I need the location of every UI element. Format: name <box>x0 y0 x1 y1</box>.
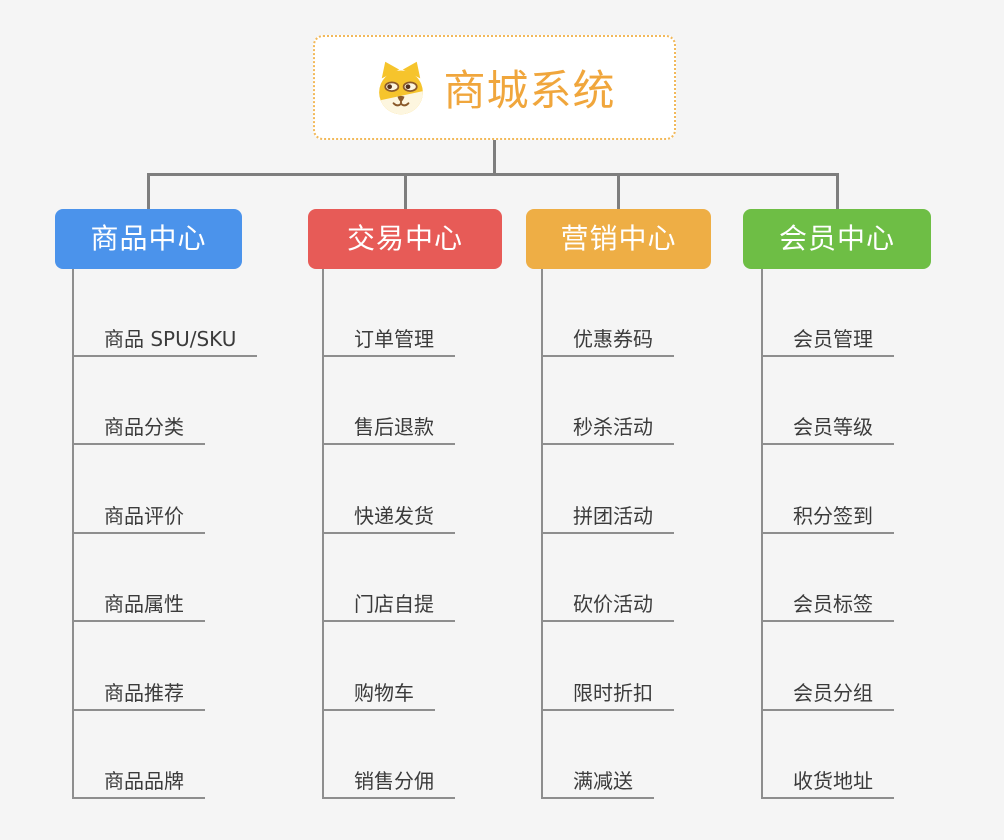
connector-drop-product <box>147 176 150 210</box>
connector-root-stem <box>493 140 496 174</box>
leaf-node[interactable]: 商品分类 <box>72 408 205 445</box>
stem-trade-center <box>322 269 324 799</box>
leaf-node[interactable]: 限时折扣 <box>541 674 674 711</box>
leaf-node[interactable]: 优惠券码 <box>541 320 674 357</box>
leaf-node[interactable]: 拼团活动 <box>541 497 674 534</box>
leaf-node[interactable]: 商品属性 <box>72 585 205 622</box>
stem-product-center <box>72 269 74 799</box>
leaf-node[interactable]: 售后退款 <box>322 408 455 445</box>
leaf-node[interactable]: 积分签到 <box>761 497 894 534</box>
connector-drop-member <box>836 176 839 210</box>
root-node[interactable]: 商城系统 <box>313 35 676 140</box>
branch-trade-center[interactable]: 交易中心 <box>308 209 502 269</box>
leaf-node[interactable]: 会员分组 <box>761 674 894 711</box>
leaf-node[interactable]: 商品 SPU/SKU <box>72 320 258 357</box>
leaf-node[interactable]: 购物车 <box>322 674 435 711</box>
leaf-node[interactable]: 商品评价 <box>72 497 205 534</box>
branch-product-center[interactable]: 商品中心 <box>55 209 242 269</box>
leaf-node[interactable]: 订单管理 <box>322 320 455 357</box>
leaf-node[interactable]: 会员标签 <box>761 585 894 622</box>
connector-drop-marketing <box>617 176 620 210</box>
leaf-node[interactable]: 快递发货 <box>322 497 455 534</box>
leaf-node[interactable]: 砍价活动 <box>541 585 674 622</box>
stem-member-center <box>761 269 763 799</box>
leaf-node[interactable]: 满减送 <box>541 762 654 799</box>
leaf-node[interactable]: 商品品牌 <box>72 762 205 799</box>
branch-marketing-center[interactable]: 营销中心 <box>526 209 711 269</box>
leaf-node[interactable]: 商品推荐 <box>72 674 205 711</box>
branch-member-center[interactable]: 会员中心 <box>743 209 931 269</box>
leaf-node[interactable]: 收货地址 <box>761 762 894 799</box>
leaf-node[interactable]: 会员管理 <box>761 320 894 357</box>
root-title: 商城系统 <box>443 66 616 115</box>
connector-drop-trade <box>404 176 407 210</box>
connector-horizontal <box>147 173 839 176</box>
dog-face-icon <box>379 61 424 114</box>
leaf-node[interactable]: 销售分佣 <box>322 762 455 799</box>
leaf-node[interactable]: 秒杀活动 <box>541 408 674 445</box>
leaf-node[interactable]: 会员等级 <box>761 408 894 445</box>
stem-marketing-center <box>541 269 543 799</box>
leaf-node[interactable]: 门店自提 <box>322 585 455 622</box>
